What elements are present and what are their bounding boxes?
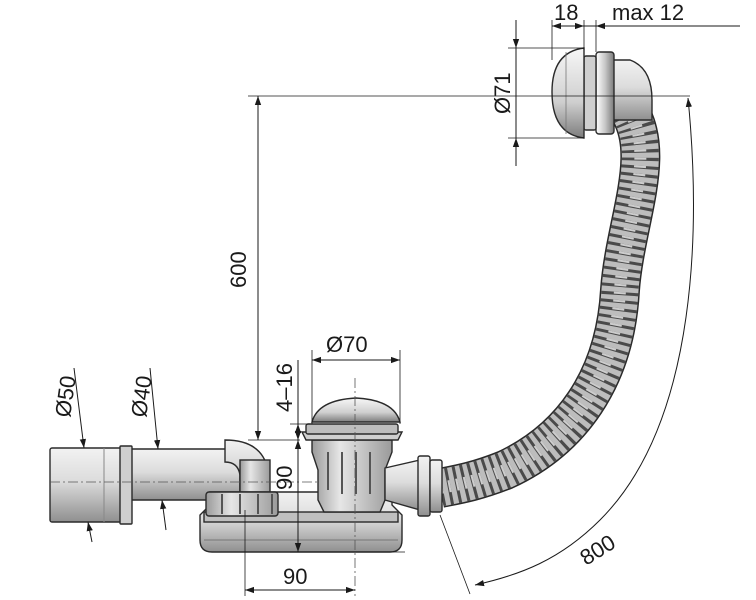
drain-cap xyxy=(300,397,404,441)
label-d40: Ø40 xyxy=(126,374,157,419)
dimension-90-horizontal: 90 xyxy=(244,510,355,596)
trap-nut xyxy=(205,491,279,517)
dimension-600: 600 xyxy=(226,95,690,441)
label-600: 600 xyxy=(226,251,251,288)
dimension-d50: Ø50 xyxy=(50,367,93,543)
overflow-cap xyxy=(551,47,585,139)
label-max12: max 12 xyxy=(612,0,684,25)
pipe-50mm xyxy=(49,447,123,523)
label-d50: Ø50 xyxy=(50,374,81,419)
overflow-flange xyxy=(595,51,615,135)
flexible-hose xyxy=(436,92,661,508)
outlet-pipe xyxy=(49,439,330,525)
dimension-4-16: 4–16 xyxy=(272,360,310,440)
label-90-vertical: 90 xyxy=(272,466,297,490)
label-4-16: 4–16 xyxy=(272,363,297,412)
label-d70: Ø70 xyxy=(326,332,368,357)
drain-plug xyxy=(311,397,401,423)
drain-body xyxy=(311,439,443,517)
dimension-d40: Ø40 xyxy=(126,367,167,531)
dimension-d70: Ø70 xyxy=(311,332,401,424)
label-90-horizontal: 90 xyxy=(283,564,307,589)
dimension-90-vertical: 90 xyxy=(272,440,405,553)
label-18: 18 xyxy=(554,0,578,25)
dimension-18-max12: 18 max 12 xyxy=(551,0,740,60)
label-d71: Ø71 xyxy=(490,72,515,114)
hose-coupling xyxy=(429,459,443,513)
